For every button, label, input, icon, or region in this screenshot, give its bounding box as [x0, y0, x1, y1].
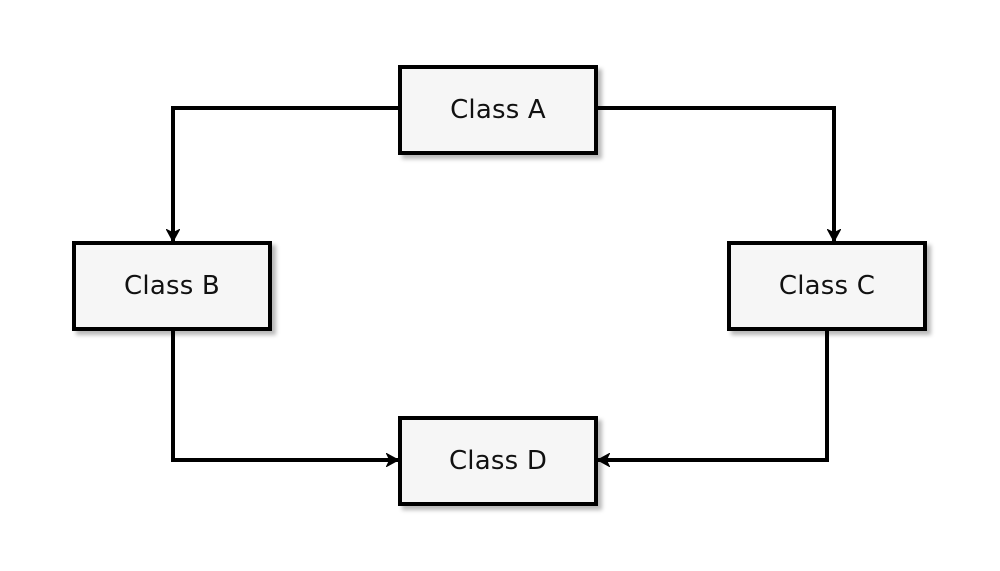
class-b-label: Class B — [124, 271, 220, 301]
class-a-label: Class A — [450, 95, 546, 125]
edge-b-to-d — [171, 331, 398, 460]
edge-a-to-c — [598, 106, 834, 241]
class-c-node: Class C — [727, 241, 927, 331]
class-b-node: Class B — [72, 241, 272, 331]
class-c-label: Class C — [778, 271, 876, 301]
class-d-label: Class D — [448, 446, 548, 476]
edge-a-to-b — [173, 106, 398, 241]
class-d-node: Class D — [398, 416, 598, 506]
edge-c-to-d — [598, 331, 829, 460]
class-a-node: Class A — [398, 65, 598, 155]
